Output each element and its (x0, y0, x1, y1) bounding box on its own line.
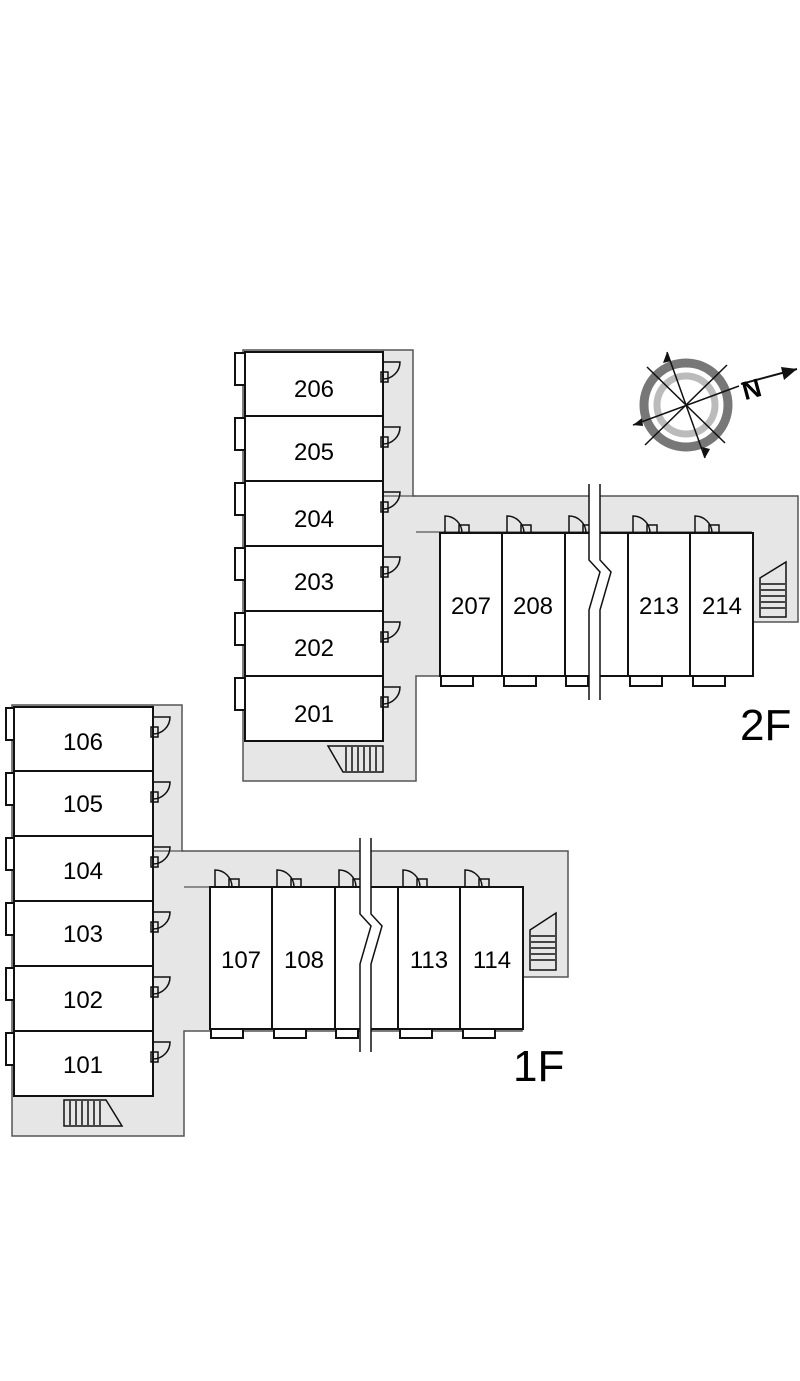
omission-break-icon (359, 838, 383, 1052)
unit-206: 206 (294, 376, 334, 403)
compass-rose-icon: N (632, 351, 798, 459)
stairs-icon (529, 911, 557, 971)
stairs-icon (63, 1099, 124, 1127)
unit-103: 103 (63, 921, 103, 948)
unit-213: 213 (639, 593, 679, 620)
unit-104: 104 (63, 858, 103, 885)
unit-201: 201 (294, 701, 334, 728)
unit-105: 105 (63, 791, 103, 818)
door-icon (150, 716, 171, 1063)
unit-205: 205 (294, 439, 334, 466)
unit-102: 102 (63, 987, 103, 1014)
floor-label-1f: 1F (513, 1042, 564, 1091)
door-icon (380, 361, 401, 708)
stairs-icon (759, 560, 787, 618)
unit-101: 101 (63, 1052, 103, 1079)
floor-2f: 206 205 204 203 202 201 (234, 349, 799, 782)
door-icon (444, 515, 720, 534)
unit-204: 204 (294, 506, 334, 533)
wing-units-2f: 206 205 204 203 202 201 (234, 351, 401, 742)
north-arrow-icon (740, 367, 798, 385)
omission-break-icon (588, 484, 612, 700)
unit-203: 203 (294, 569, 334, 596)
unit-107: 107 (221, 947, 261, 974)
unit-113: 113 (410, 947, 448, 974)
row-units-2f: 207 208 213 214 (439, 515, 754, 687)
wing-units-1f: 106 105 104 103 102 101 (5, 706, 171, 1097)
compass-north-letter: N (739, 372, 765, 406)
unit-114: 114 (473, 947, 511, 974)
floor-1f: 106 105 104 103 102 101 (5, 704, 569, 1137)
unit-108: 108 (284, 947, 324, 974)
stairs-icon (326, 745, 384, 773)
floor-label-2f: 2F (740, 701, 791, 750)
unit-106: 106 (63, 729, 103, 756)
unit-208: 208 (513, 593, 553, 620)
unit-207: 207 (451, 593, 491, 620)
unit-214: 214 (702, 593, 742, 620)
unit-202: 202 (294, 635, 334, 662)
